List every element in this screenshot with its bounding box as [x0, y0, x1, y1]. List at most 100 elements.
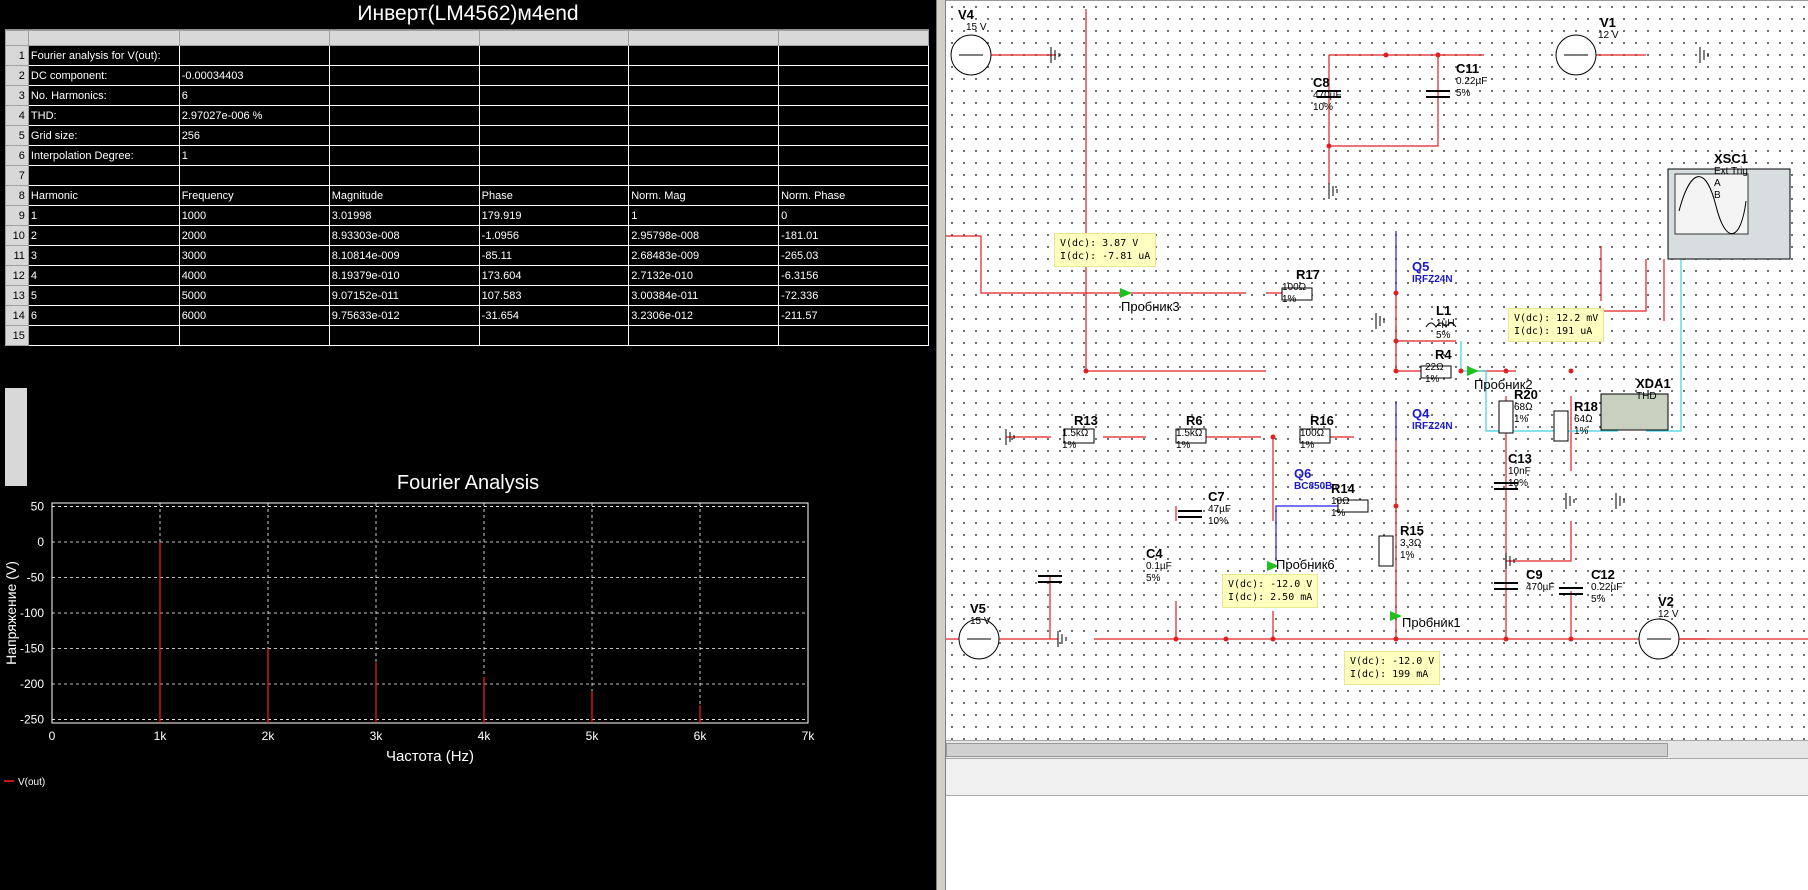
table-cell[interactable]: 6: [178, 85, 330, 106]
column-header[interactable]: [628, 30, 780, 46]
table-cell[interactable]: 9.07152e-011: [328, 285, 480, 306]
column-header[interactable]: [778, 30, 929, 46]
table-cell[interactable]: [328, 105, 480, 126]
table-cell[interactable]: [328, 325, 480, 346]
table-cell[interactable]: [778, 65, 929, 86]
table-cell[interactable]: -211.57: [778, 305, 929, 326]
table-cell[interactable]: [478, 85, 630, 106]
probe-label[interactable]: Пробник6: [1276, 557, 1335, 572]
row-number[interactable]: 4: [5, 105, 29, 126]
table-cell[interactable]: [328, 45, 480, 66]
table-cell[interactable]: 5000: [178, 285, 330, 306]
scrollbar-thumb[interactable]: [946, 743, 1668, 757]
probe-label[interactable]: Пробник2: [1474, 377, 1533, 392]
table-cell[interactable]: 1: [178, 145, 330, 166]
table-cell[interactable]: No. Harmonics:: [27, 85, 180, 106]
table-cell[interactable]: DC component:: [27, 65, 180, 86]
probe-label[interactable]: Пробник3: [1121, 299, 1180, 314]
table-cell[interactable]: [328, 165, 480, 186]
table-cell[interactable]: [628, 85, 780, 106]
table-cell[interactable]: [328, 85, 480, 106]
row-number[interactable]: 7: [5, 165, 29, 186]
table-cell[interactable]: [628, 145, 780, 166]
table-cell[interactable]: 2.97027e-006 %: [178, 105, 330, 126]
table-cell[interactable]: [478, 45, 630, 66]
table-cell[interactable]: [478, 105, 630, 126]
row-number[interactable]: 1: [5, 45, 29, 66]
table-cell[interactable]: [178, 325, 330, 346]
table-cell[interactable]: [27, 325, 180, 346]
table-cell[interactable]: [328, 145, 480, 166]
column-header[interactable]: [27, 30, 180, 46]
table-cell[interactable]: 179.919: [478, 205, 630, 226]
table-cell[interactable]: Norm. Mag: [628, 185, 780, 206]
table-cell[interactable]: [778, 85, 929, 106]
table-cell[interactable]: Fourier analysis for V(out):: [27, 45, 180, 66]
table-cell[interactable]: Phase: [478, 185, 630, 206]
table-cell[interactable]: [478, 165, 630, 186]
table-cell[interactable]: -85.11: [478, 245, 630, 266]
table-cell[interactable]: [478, 65, 630, 86]
table-cell[interactable]: [778, 45, 929, 66]
table-cell[interactable]: 8.93303e-008: [328, 225, 480, 246]
table-cell[interactable]: [478, 125, 630, 146]
table-cell[interactable]: 2: [27, 225, 180, 246]
table-cell[interactable]: Magnitude: [328, 185, 480, 206]
table-cell[interactable]: [778, 125, 929, 146]
table-cell[interactable]: 4: [27, 265, 180, 286]
row-number[interactable]: 8: [5, 185, 29, 206]
table-cell[interactable]: [628, 65, 780, 86]
column-header[interactable]: [478, 30, 630, 46]
column-header[interactable]: [5, 30, 29, 46]
table-cell[interactable]: 8.10814e-009: [328, 245, 480, 266]
table-cell[interactable]: -31.654: [478, 305, 630, 326]
table-cell[interactable]: 3.00384e-011: [628, 285, 780, 306]
row-number[interactable]: 15: [5, 325, 29, 346]
row-number[interactable]: 6: [5, 145, 29, 166]
table-cell[interactable]: [27, 165, 180, 186]
table-cell[interactable]: Interpolation Degree:: [27, 145, 180, 166]
table-cell[interactable]: 6000: [178, 305, 330, 326]
panel-splitter[interactable]: [936, 0, 946, 890]
horizontal-scrollbar[interactable]: [946, 740, 1808, 759]
probe-label[interactable]: Пробник1: [1402, 615, 1461, 630]
table-cell[interactable]: -265.03: [778, 245, 929, 266]
row-number[interactable]: 11: [5, 245, 29, 266]
table-cell[interactable]: [778, 325, 929, 346]
table-cell[interactable]: [478, 145, 630, 166]
row-number[interactable]: 2: [5, 65, 29, 86]
table-cell[interactable]: -72.336: [778, 285, 929, 306]
table-cell[interactable]: [478, 325, 630, 346]
table-cell[interactable]: 256: [178, 125, 330, 146]
row-number[interactable]: 10: [5, 225, 29, 246]
row-number[interactable]: 5: [5, 125, 29, 146]
row-number[interactable]: 3: [5, 85, 29, 106]
row-number[interactable]: 12: [5, 265, 29, 286]
table-cell[interactable]: 0: [778, 205, 929, 226]
table-cell[interactable]: 3: [27, 245, 180, 266]
table-cell[interactable]: -0.00034403: [178, 65, 330, 86]
